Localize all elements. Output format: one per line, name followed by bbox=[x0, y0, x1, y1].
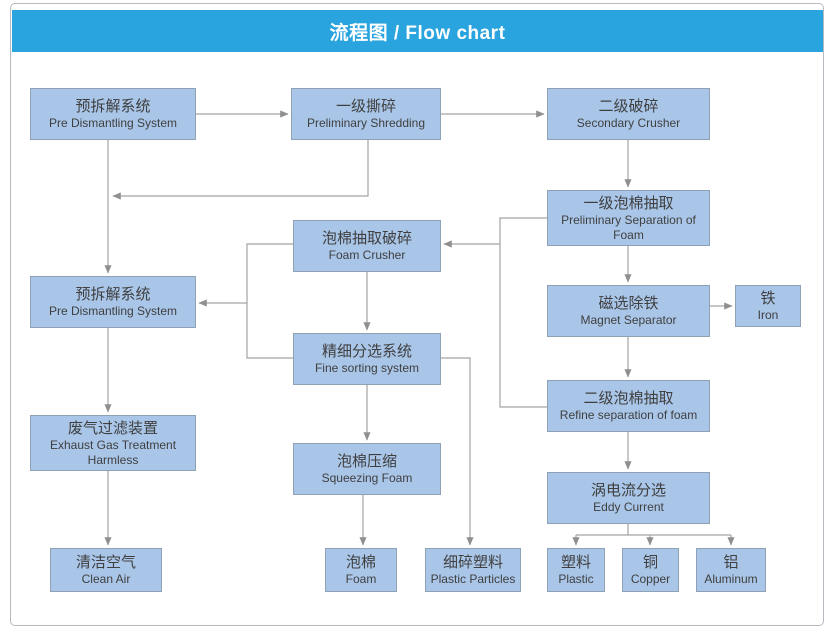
node-label-en: Exhaust Gas Treatment Harmless bbox=[49, 437, 177, 467]
node-label-zh: 涡电流分选 bbox=[590, 482, 666, 499]
node-label-zh: 预拆解系统 bbox=[75, 98, 151, 115]
node-label-en: Eddy Current bbox=[593, 500, 664, 514]
node-label-en: Pre Dismantling System bbox=[48, 116, 178, 130]
node-label-zh: 废气过滤装置 bbox=[67, 419, 158, 437]
node-label-en: Foam bbox=[345, 572, 377, 586]
node-label-en: Squeezing Foam bbox=[321, 471, 413, 485]
node-label-en: Plastic bbox=[558, 572, 594, 586]
node-label-zh: 清洁空气 bbox=[75, 554, 136, 571]
node-label-zh: 塑料 bbox=[560, 554, 591, 571]
page-title: 流程图 / Flow chart bbox=[329, 22, 506, 44]
node-label-zh: 细碎塑料 bbox=[442, 554, 503, 571]
node-label-zh: 泡棉抽取破碎 bbox=[321, 230, 412, 247]
node-label-en: Preliminary Shredding bbox=[306, 116, 426, 130]
node-label-zh: 泡棉压缩 bbox=[336, 453, 397, 470]
node-label-en: Secondary Crusher bbox=[576, 116, 681, 130]
node-label-en: Plastic Particles bbox=[430, 572, 516, 586]
node-label-zh: 二级破碎 bbox=[598, 98, 659, 115]
node-label-en: Fine sorting system bbox=[314, 361, 420, 375]
node-label-en: Iron bbox=[757, 308, 779, 322]
node-label-zh: 铜 bbox=[642, 554, 658, 571]
node-label-en: Preliminary Separation of Foam bbox=[561, 212, 696, 242]
node-label-en: Magnet Separator bbox=[580, 313, 677, 327]
node-label-zh: 泡棉 bbox=[345, 554, 376, 571]
node-label-zh: 一级泡棉抽取 bbox=[583, 194, 674, 212]
node-label-zh: 一级撕碎 bbox=[335, 98, 396, 115]
node-label-zh: 二级泡棉抽取 bbox=[583, 390, 674, 407]
node-label-en: Pre Dismantling System bbox=[48, 304, 178, 318]
node-label-en: Clean Air bbox=[81, 572, 131, 586]
node-label-en: Copper bbox=[630, 572, 671, 586]
node-label-zh: 预拆解系统 bbox=[75, 286, 151, 303]
node-label-zh: 精细分选系统 bbox=[321, 343, 412, 360]
page-title-bar: 流程图 / Flow chart bbox=[12, 10, 823, 52]
node-label-en: Foam Crusher bbox=[328, 248, 406, 262]
node-label-en: Refine separation of foam bbox=[559, 408, 698, 422]
node-label-zh: 铁 bbox=[760, 290, 776, 307]
node-label-en: Aluminum bbox=[704, 572, 758, 586]
node-label-zh: 磁选除铁 bbox=[598, 295, 659, 312]
node-label-zh: 铝 bbox=[723, 554, 739, 571]
